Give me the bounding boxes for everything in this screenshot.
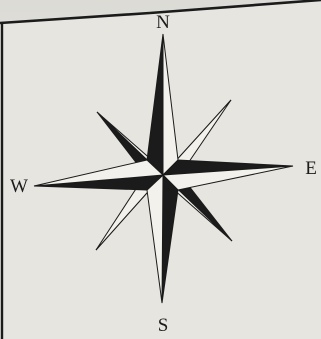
south-label: S <box>158 315 169 336</box>
east-label: E <box>305 158 317 179</box>
north-label: N <box>156 12 170 33</box>
west-label: W <box>10 176 28 197</box>
